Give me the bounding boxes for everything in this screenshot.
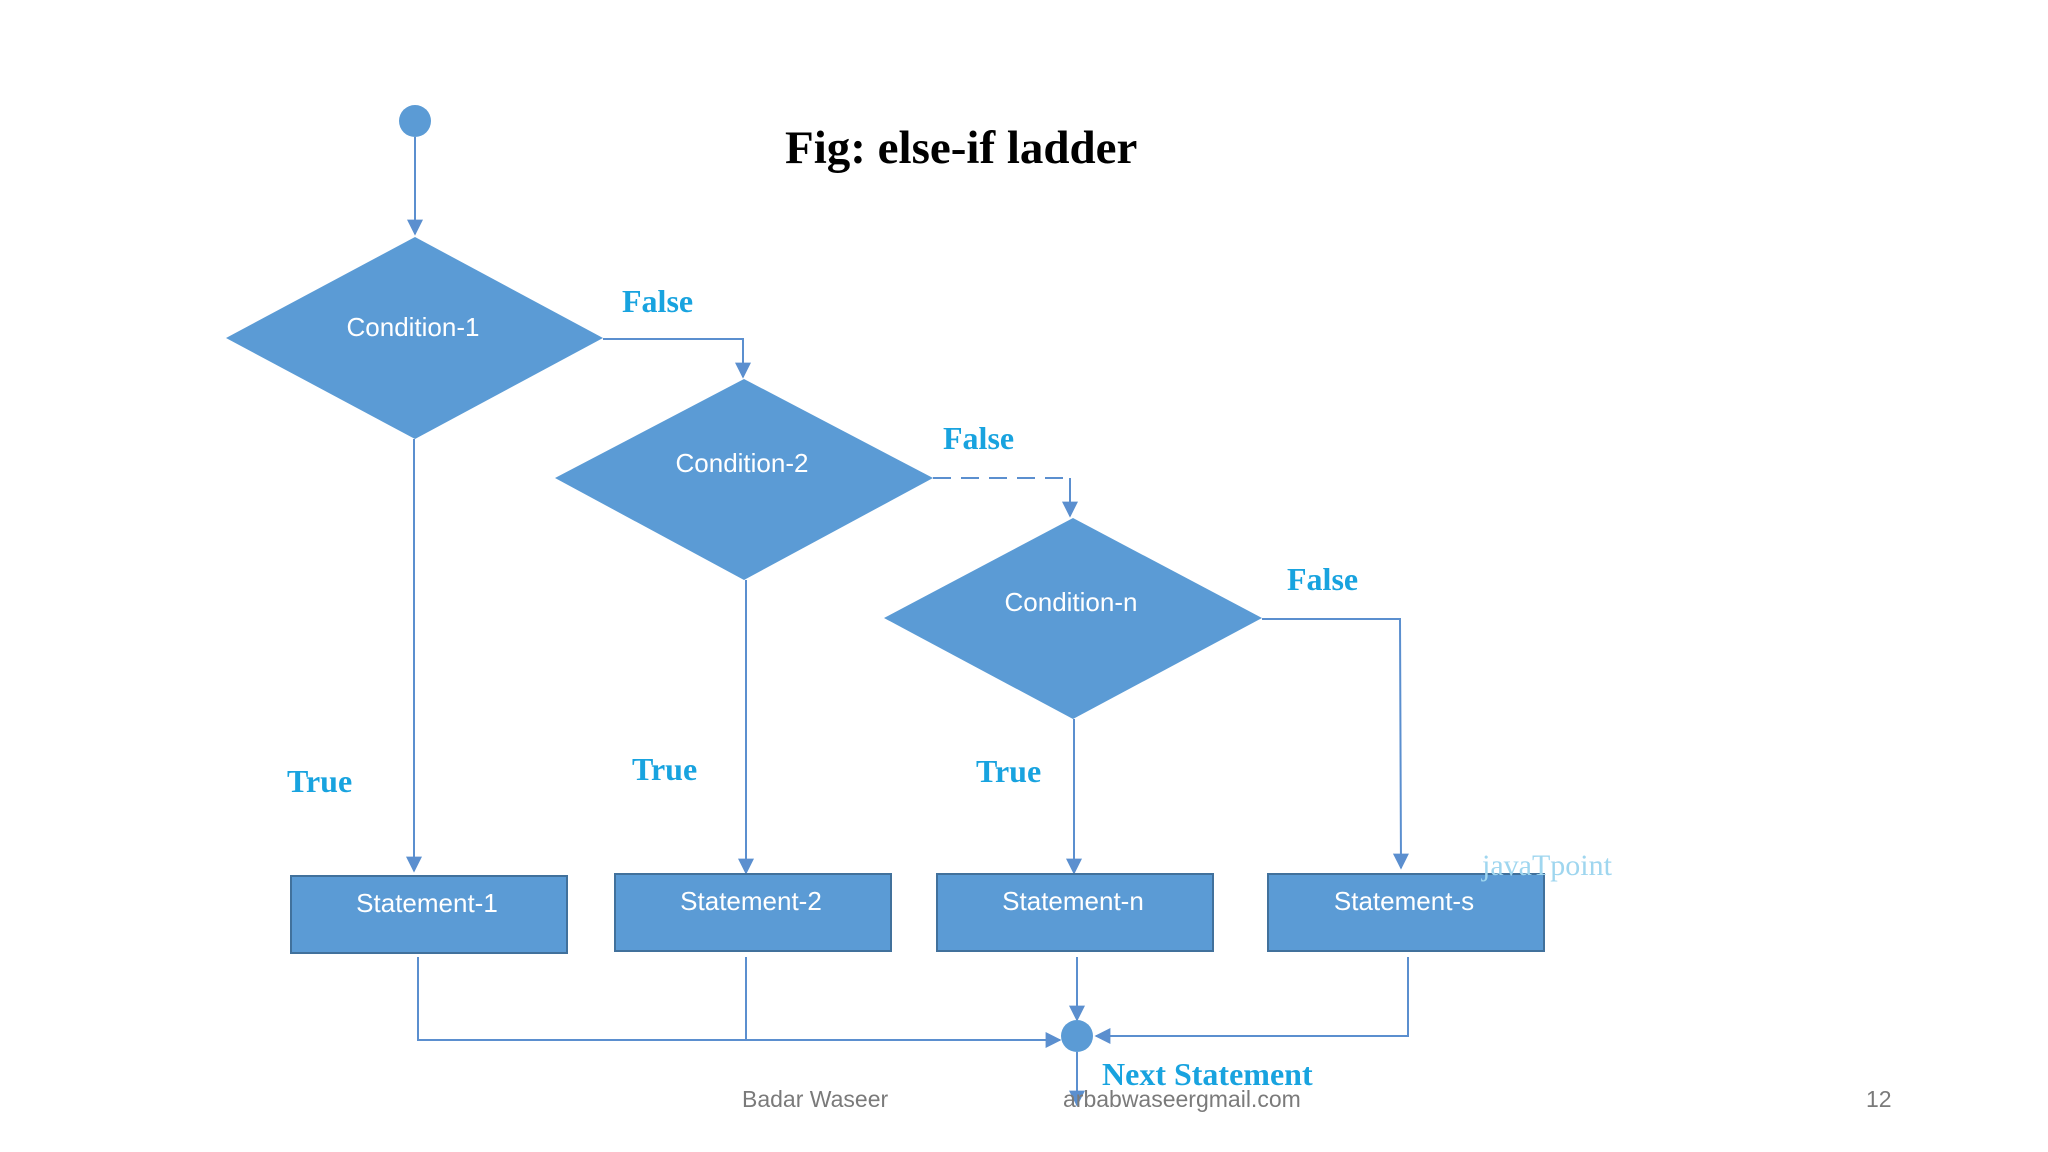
true-label-statement-2: True (632, 751, 697, 787)
true-label-statement-n: True (976, 753, 1041, 789)
true-label-statement-1: True (287, 763, 352, 799)
start-node (399, 105, 431, 137)
condition-2-diamond (555, 379, 933, 580)
condition-2-label: Condition-2 (676, 448, 809, 478)
footer-author: Badar Waseer (742, 1086, 888, 1112)
statement-s-label: Statement-s (1334, 886, 1474, 916)
statement-n-label: Statement-n (1002, 886, 1144, 916)
statement-box-n: Statement-n (936, 873, 1214, 952)
footer-page-number: 12 (1866, 1086, 1892, 1112)
statement-1-label: Statement-1 (356, 888, 498, 918)
statement-s-to-merge (1094, 957, 1409, 1044)
condition-1-false-edge (603, 338, 751, 379)
statement-n-rect (936, 873, 1214, 952)
false-label-condition-2: False (943, 420, 1014, 456)
statement-1-rect (290, 875, 568, 954)
decision-condition-n: Condition-n (884, 518, 1262, 719)
decision-condition-1: Condition-1 (226, 237, 603, 439)
false-label-condition-n: False (1287, 561, 1358, 597)
footer-email: arbabwaseergmail.com (1063, 1086, 1301, 1112)
condition-1-label: Condition-1 (347, 312, 480, 342)
statement-box-s: Statement-s (1267, 873, 1545, 952)
condition-n-false-edge (1262, 618, 1409, 870)
statement-2-rect (614, 873, 892, 952)
statement-1-to-merge (417, 957, 1062, 1048)
condition-n-label: Condition-n (1005, 587, 1138, 617)
condition-n-diamond (884, 518, 1262, 719)
next-statement-label: Next Statement (1102, 1056, 1313, 1092)
decision-condition-2: Condition-2 (555, 379, 933, 580)
connectors (406, 137, 1409, 1107)
condition-1-diamond (226, 237, 603, 439)
statement-s-rect (1267, 873, 1545, 952)
watermark: javaTpoint (1481, 849, 1613, 882)
merge-node (1061, 1020, 1093, 1052)
figure-title: Fig: else-if ladder (785, 122, 1137, 174)
statement-2-label: Statement-2 (680, 886, 822, 916)
statement-box-1: Statement-1 (290, 875, 568, 954)
statement-box-2: Statement-2 (614, 873, 892, 952)
false-label-condition-1: False (622, 283, 693, 319)
